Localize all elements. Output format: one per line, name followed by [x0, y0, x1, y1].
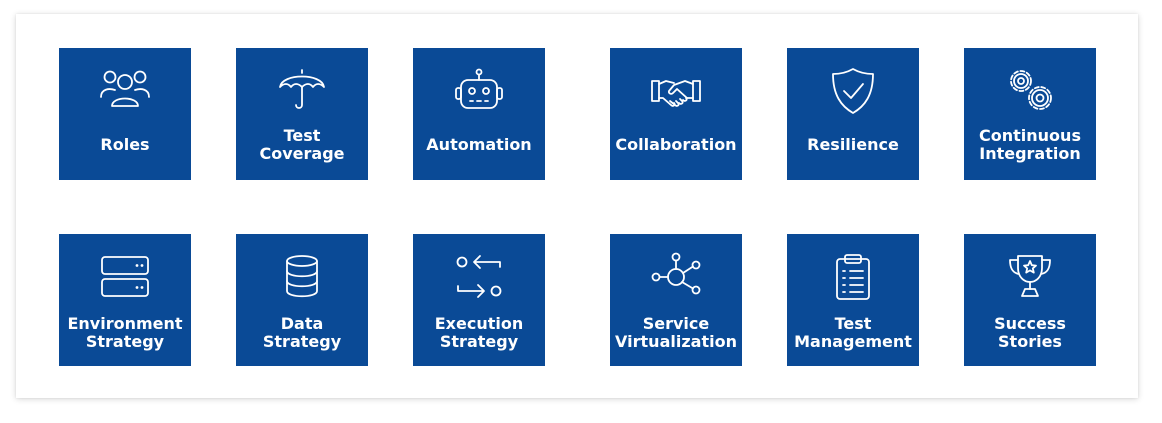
tile-label: Execution Strategy — [434, 314, 524, 351]
handshake-icon — [610, 66, 742, 116]
tile-service-virtualization[interactable]: Service Virtualization — [610, 234, 742, 366]
server-icon — [59, 252, 191, 302]
network-hub-icon — [610, 252, 742, 302]
tile-test-coverage[interactable]: Test Coverage — [236, 48, 368, 180]
tile-automation[interactable]: Automation — [413, 48, 545, 180]
tile-label: Test Management — [794, 314, 912, 351]
tile-resilience[interactable]: Resilience — [787, 48, 919, 180]
tile-label: Collaboration — [615, 135, 737, 154]
tile-execution-strategy[interactable]: Execution Strategy — [413, 234, 545, 366]
tile-label: Environment Strategy — [67, 314, 183, 351]
trophy-icon — [964, 252, 1096, 302]
tile-label: Automation — [426, 135, 532, 154]
clipboard-icon — [787, 252, 919, 302]
umbrella-icon — [236, 66, 368, 116]
tile-label: Resilience — [807, 135, 899, 154]
tile-roles[interactable]: Roles — [59, 48, 191, 180]
gears-icon — [964, 66, 1096, 116]
robot-icon — [413, 66, 545, 116]
flow-arrows-icon — [413, 252, 545, 302]
tile-label: Continuous Integration — [979, 126, 1081, 163]
tile-label: Success Stories — [994, 314, 1066, 351]
database-icon — [236, 252, 368, 302]
people-icon — [59, 66, 191, 116]
tile-label: Test Coverage — [259, 126, 345, 163]
tile-data-strategy[interactable]: Data Strategy — [236, 234, 368, 366]
capabilities-panel: Roles Test Coverage Automation — [16, 14, 1138, 398]
tile-label: Roles — [100, 135, 150, 154]
shield-check-icon — [787, 66, 919, 116]
tile-success-stories[interactable]: Success Stories — [964, 234, 1096, 366]
tile-environment-strategy[interactable]: Environment Strategy — [59, 234, 191, 366]
tile-continuous-integration[interactable]: Continuous Integration — [964, 48, 1096, 180]
tile-label: Data Strategy — [262, 314, 342, 351]
tile-collaboration[interactable]: Collaboration — [610, 48, 742, 180]
tile-test-management[interactable]: Test Management — [787, 234, 919, 366]
tile-label: Service Virtualization — [615, 314, 737, 351]
